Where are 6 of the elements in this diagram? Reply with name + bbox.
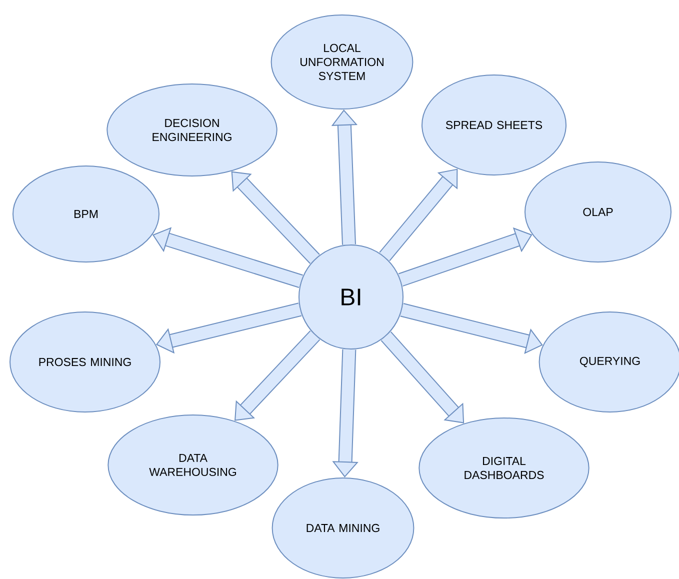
block-arrow (234, 330, 320, 421)
block-arrow (379, 168, 458, 262)
block-arrow (398, 227, 532, 287)
block-arrow (231, 171, 320, 264)
block-arrow (400, 303, 543, 354)
block-arrow (380, 331, 464, 424)
